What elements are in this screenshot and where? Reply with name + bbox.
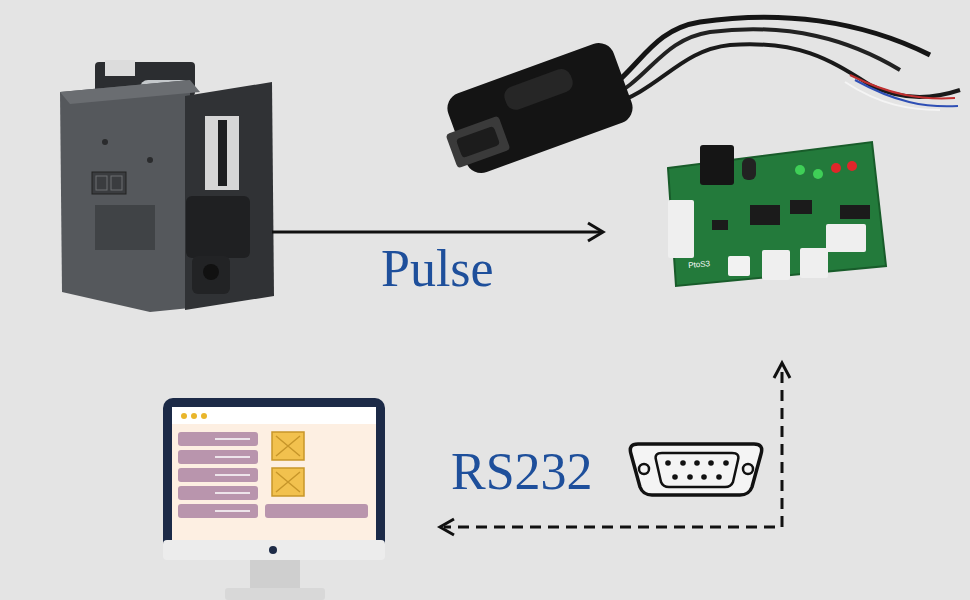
db9-screw — [743, 464, 753, 474]
db9-pin — [665, 460, 671, 466]
window-dot — [181, 413, 187, 419]
ic-chip — [750, 205, 780, 225]
monitor-neck — [250, 556, 300, 590]
monitor-frame — [163, 398, 385, 560]
monitor-button — [269, 546, 277, 554]
db9-connector-icon — [630, 444, 761, 495]
db9-screw — [639, 464, 649, 474]
db9-pin — [708, 460, 714, 466]
db9-pin — [723, 460, 729, 466]
acceptor-faceplate — [185, 82, 274, 310]
smd-part — [712, 220, 728, 230]
list-row — [178, 468, 258, 482]
jst-connector — [826, 224, 866, 252]
list-line — [215, 510, 250, 512]
signal-label: Pulse — [381, 243, 494, 295]
adapter-label-recess — [502, 66, 576, 112]
computer-monitor — [163, 398, 385, 600]
plug-shell — [446, 116, 511, 169]
coin-return-hole — [203, 264, 219, 280]
dashed-line — [444, 372, 782, 527]
arrow-head — [440, 519, 454, 535]
acceptor-side — [60, 80, 190, 312]
db9-pin — [687, 474, 693, 480]
adapter-housing — [443, 38, 637, 177]
wire-white — [845, 82, 940, 110]
list-row — [178, 432, 258, 446]
dc-jack — [700, 145, 734, 185]
acceptor-display — [92, 172, 126, 194]
db9-pin — [680, 460, 686, 466]
arrow-head — [774, 363, 790, 378]
plug-face — [456, 126, 500, 158]
adapter-body — [443, 38, 637, 177]
coin-acceptor — [60, 60, 274, 312]
display-digit — [111, 176, 122, 190]
ic-chip — [840, 205, 870, 219]
window-dot — [191, 413, 197, 419]
capacitor — [742, 158, 756, 180]
screen-bar — [265, 504, 368, 518]
window-bar — [172, 407, 376, 424]
led-red — [831, 163, 841, 173]
wire-blue — [855, 80, 958, 106]
image-cross — [276, 436, 300, 456]
db9-face — [656, 453, 739, 487]
list-row — [178, 450, 258, 464]
monitor-screen — [172, 407, 376, 540]
image-cross — [276, 472, 300, 492]
coin-slot-gap — [218, 120, 227, 186]
list-line — [215, 438, 250, 440]
return-lever — [186, 196, 250, 258]
coin-return — [192, 256, 230, 294]
list-line — [215, 492, 250, 494]
monitor-chin — [163, 540, 385, 560]
window-dot — [201, 413, 207, 419]
led-green — [795, 165, 805, 175]
acceptor-screw — [102, 139, 108, 145]
list-line — [215, 456, 250, 458]
db9-pin — [672, 474, 678, 480]
acceptor-cable — [105, 60, 135, 76]
db9-pin — [701, 474, 707, 480]
db9-pin — [694, 460, 700, 466]
db9-pin — [716, 474, 722, 480]
list-line — [215, 474, 250, 476]
list-row — [178, 486, 258, 500]
monitor-base — [225, 588, 325, 600]
pcb — [668, 142, 886, 286]
led-green — [813, 169, 823, 179]
led-red — [847, 161, 857, 171]
acceptor-block — [95, 205, 155, 250]
pcb-board — [668, 142, 886, 286]
image-box — [272, 468, 304, 496]
jst-connector — [800, 248, 828, 278]
pulse-arrow — [272, 223, 603, 241]
jst-connector — [762, 250, 790, 280]
ic-chip — [790, 200, 812, 214]
db9-shell — [630, 444, 761, 495]
image-box — [272, 432, 304, 460]
arrow-line — [272, 231, 601, 234]
board-silkscreen: PtoS3 — [688, 260, 710, 270]
display-digit — [96, 176, 107, 190]
jst-connector — [668, 200, 694, 258]
signal-label: RS232 — [451, 446, 593, 498]
list-row — [178, 504, 258, 518]
acceptor-top — [60, 80, 200, 104]
cable — [610, 44, 960, 105]
coin-slot — [205, 116, 239, 190]
db9-female-plug — [446, 116, 511, 169]
acceptor-screw — [147, 157, 153, 163]
rs232-arrow — [440, 363, 790, 535]
small-connector — [728, 256, 750, 276]
arrow-head — [588, 223, 603, 241]
